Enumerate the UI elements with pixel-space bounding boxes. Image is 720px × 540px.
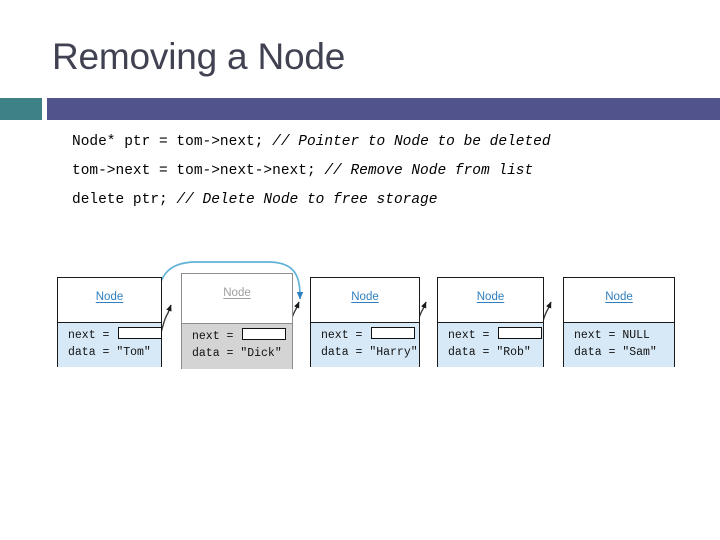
null-pointer-value: NULL bbox=[622, 329, 650, 342]
code-statement: tom->next = tom->next->next; bbox=[72, 163, 325, 179]
list-node-harry: Node next = data = "Harry" bbox=[310, 277, 420, 367]
pointer-slot-icon bbox=[242, 328, 287, 340]
node-header: Node bbox=[311, 278, 419, 323]
node-header: Node bbox=[438, 278, 543, 323]
code-line: tom->next = tom->next->next; // Remove N… bbox=[72, 157, 692, 186]
pointer-slot-icon bbox=[118, 327, 163, 339]
node-next-field: next = bbox=[192, 328, 292, 345]
node-header: Node bbox=[564, 278, 674, 323]
node-type-label: Node bbox=[95, 291, 124, 303]
list-node-rob: Node next = data = "Rob" bbox=[437, 277, 544, 367]
node-fields: next = data = "Harry" bbox=[311, 323, 419, 367]
code-line: Node* ptr = tom->next; // Pointer to Nod… bbox=[72, 128, 692, 157]
list-node-sam: Node next = NULL data = "Sam" bbox=[563, 277, 675, 367]
page-title: Removing a Node bbox=[52, 36, 346, 77]
code-block: Node* ptr = tom->next; // Pointer to Nod… bbox=[72, 128, 692, 215]
code-comment: // Pointer to Node to be deleted bbox=[272, 134, 551, 150]
node-data-field: data = "Dick" bbox=[192, 347, 282, 360]
node-fields: next = data = "Rob" bbox=[438, 323, 543, 367]
code-comment: // Delete Node to free storage bbox=[176, 192, 438, 208]
code-line: delete ptr; // Delete Node to free stora… bbox=[72, 186, 692, 215]
node-data-field: data = "Rob" bbox=[448, 346, 531, 359]
node-fields: next = NULL data = "Sam" bbox=[564, 323, 674, 367]
header-bar bbox=[47, 98, 720, 120]
node-next-field: next = bbox=[448, 327, 543, 344]
node-type-label: Node bbox=[476, 291, 505, 303]
node-type-label: Node bbox=[223, 287, 251, 299]
code-comment: // Remove Node from list bbox=[324, 163, 534, 179]
list-node-dick: Node next = data = "Dick" bbox=[181, 273, 293, 369]
accent-square bbox=[0, 98, 42, 120]
node-type-label: Node bbox=[351, 291, 379, 303]
node-type-label: Node bbox=[605, 291, 633, 303]
node-next-field: next = bbox=[68, 327, 163, 344]
pointer-slot-icon bbox=[371, 327, 416, 339]
node-fields: next = data = "Tom" bbox=[58, 323, 163, 367]
node-data-field: data = "Sam" bbox=[574, 346, 657, 359]
node-header: Node bbox=[58, 278, 161, 323]
list-node-tom: Node next = data = "Tom" bbox=[57, 277, 163, 367]
pointer-slot-icon bbox=[498, 327, 543, 339]
node-data-field: data = "Tom" bbox=[68, 346, 151, 359]
node-header: Node bbox=[182, 274, 292, 324]
node-next-field: next = NULL bbox=[574, 329, 650, 342]
node-data-field: data = "Harry" bbox=[321, 346, 418, 359]
code-statement: Node* ptr = tom->next; bbox=[72, 134, 273, 150]
header-rule bbox=[0, 98, 720, 120]
code-statement: delete ptr; bbox=[72, 192, 177, 208]
linked-list-diagram: Node next = data = "Tom" Node next = dat… bbox=[0, 255, 720, 395]
node-next-field: next = bbox=[321, 327, 419, 344]
node-fields: next = data = "Dick" bbox=[182, 324, 292, 369]
